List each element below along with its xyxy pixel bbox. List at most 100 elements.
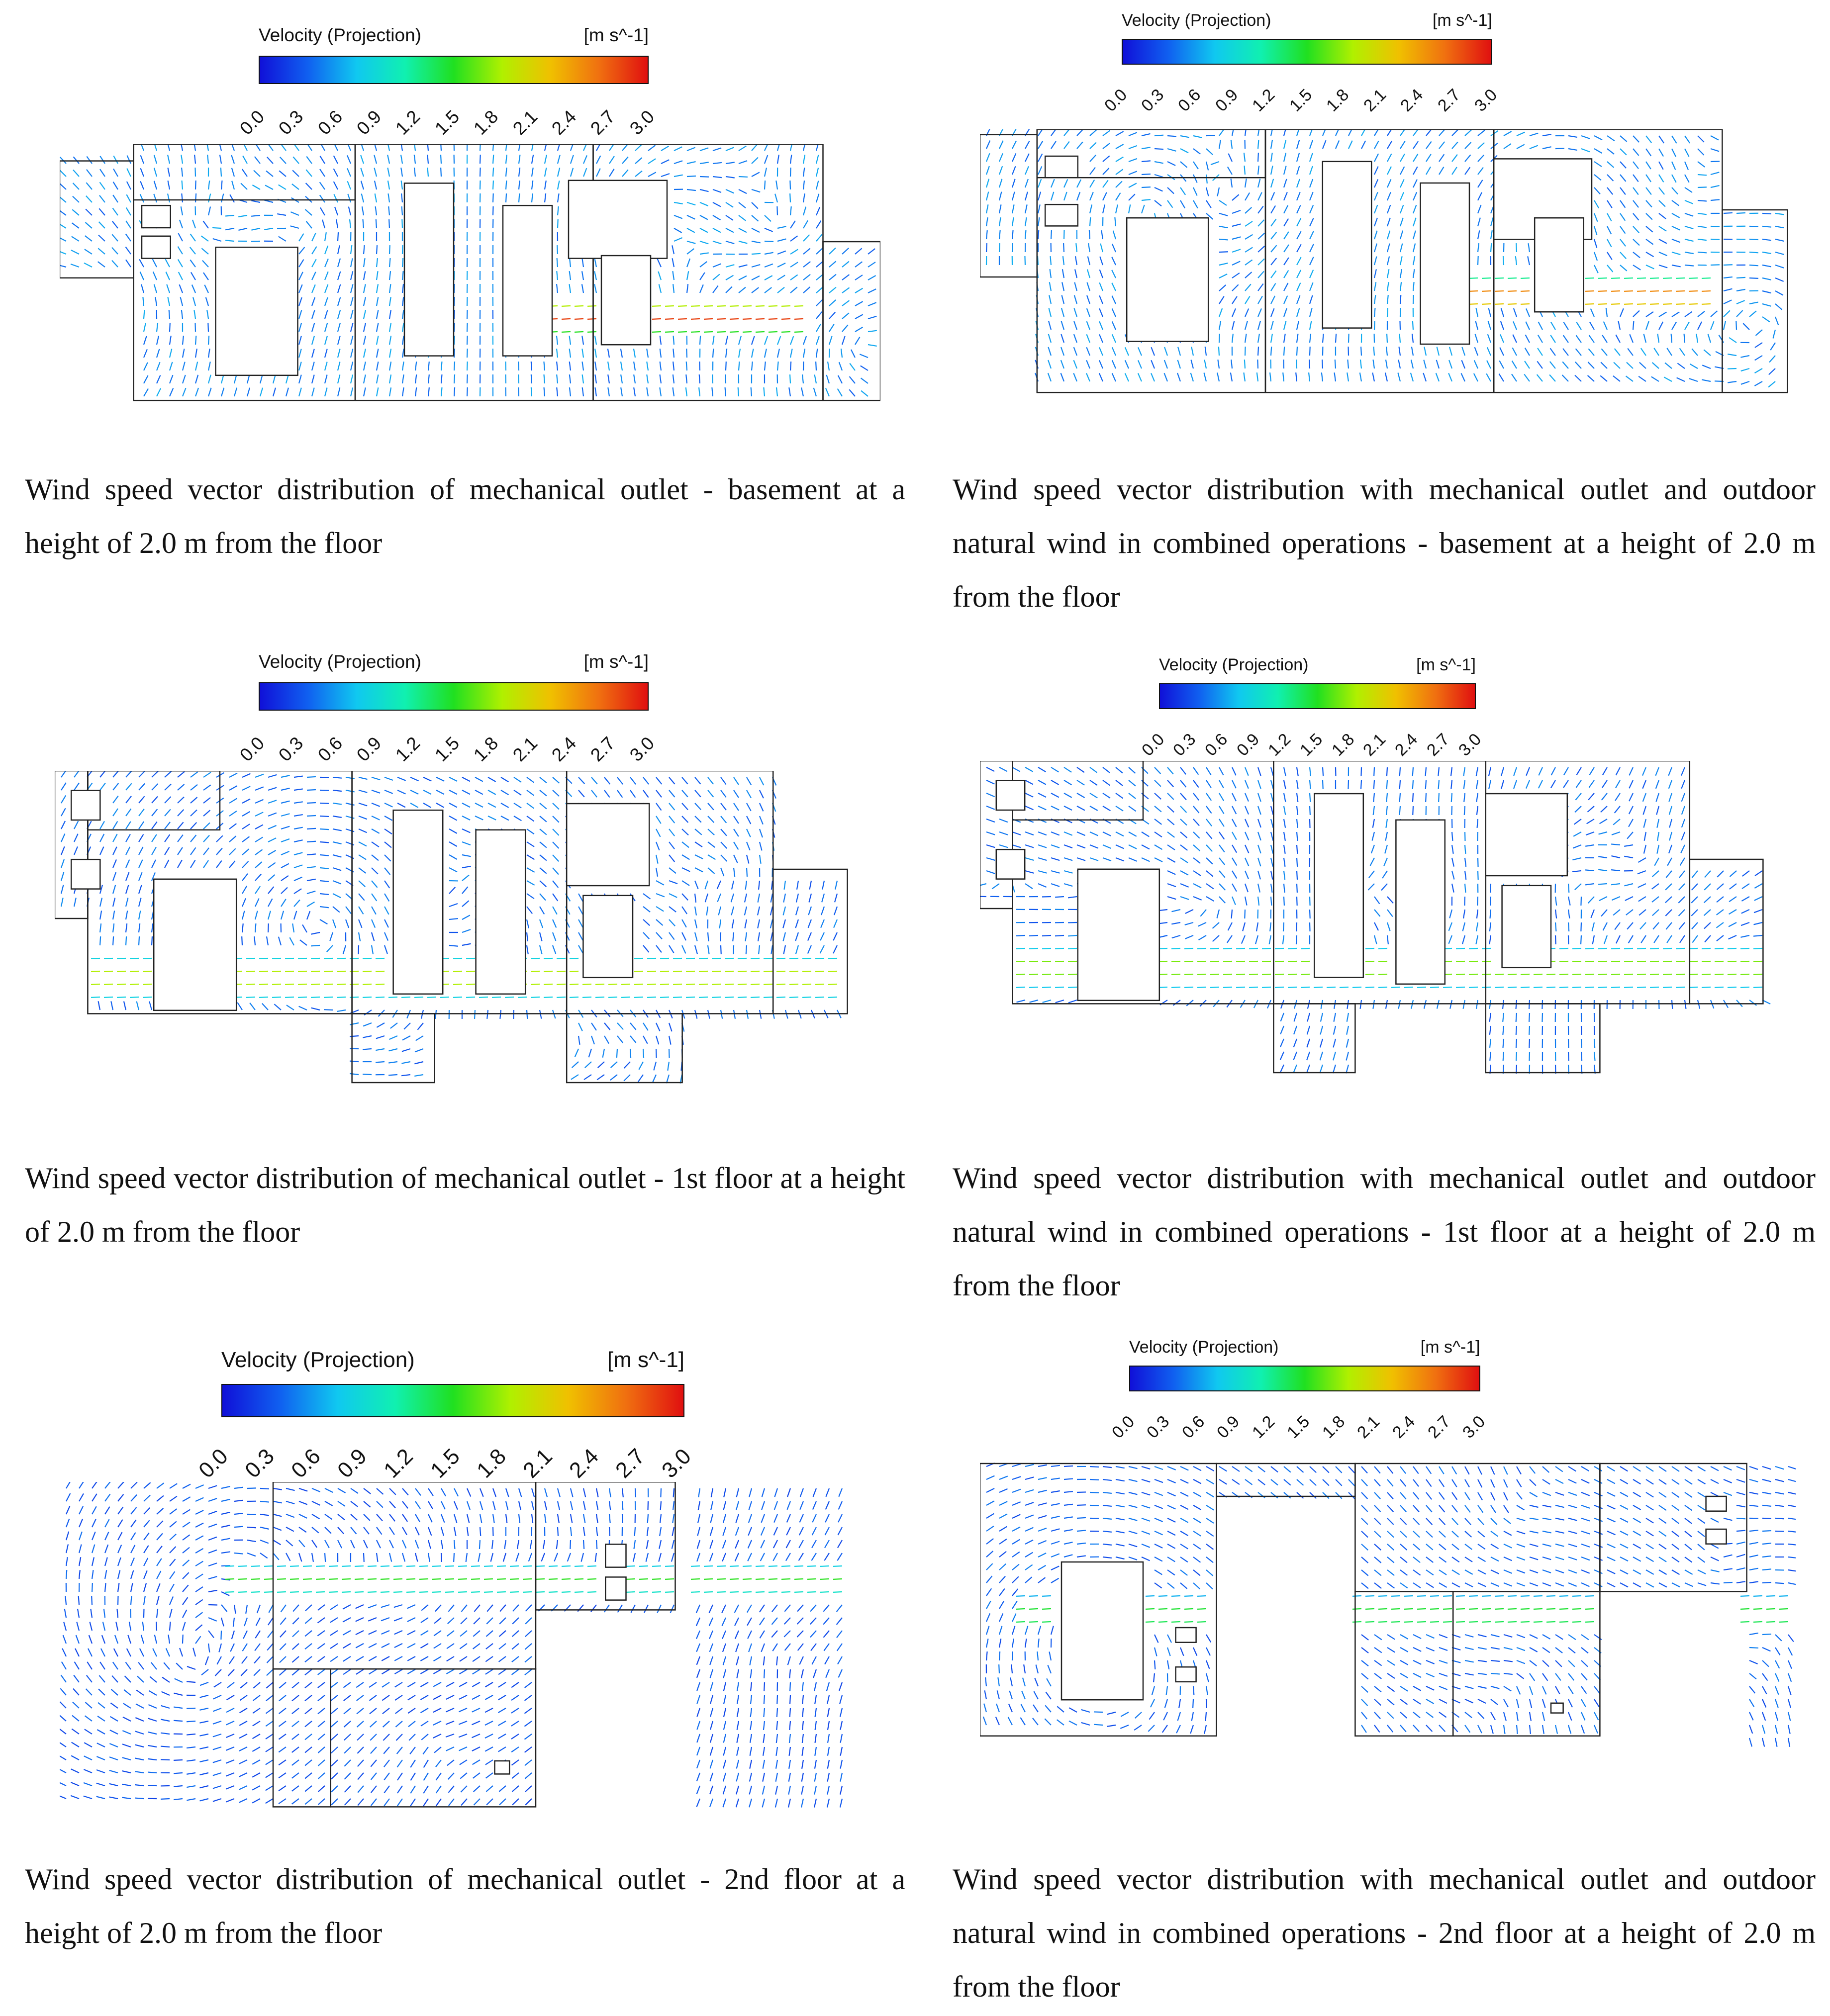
velocity-vector	[1089, 167, 1096, 175]
velocity-vector	[1684, 321, 1690, 330]
velocity-vector	[436, 803, 445, 808]
velocity-vector	[1476, 793, 1479, 802]
velocity-vector	[1669, 831, 1673, 841]
velocity-vector	[998, 204, 1002, 214]
velocity-vector	[1212, 922, 1220, 929]
velocity-vector	[556, 374, 559, 384]
velocity-vector	[60, 170, 67, 177]
velocity-vector	[1399, 281, 1402, 291]
velocity-vector	[1296, 191, 1301, 201]
velocity-vector	[999, 831, 1008, 835]
velocity-vector	[332, 867, 342, 871]
velocity-vector	[1439, 141, 1445, 149]
velocity-vector	[1439, 167, 1445, 175]
velocity-vector	[1575, 362, 1582, 369]
velocity-vector	[1115, 793, 1124, 799]
velocity-vector	[174, 1706, 183, 1709]
velocity-vector	[733, 828, 739, 837]
velocity-vector	[186, 1733, 196, 1736]
velocity-vector	[142, 996, 152, 998]
velocity-vector	[324, 336, 328, 345]
velocity-vector	[358, 906, 364, 915]
velocity-vector	[169, 1483, 178, 1489]
velocity-vector	[1373, 191, 1378, 201]
velocity-vector	[324, 1488, 333, 1493]
velocity-vector	[337, 271, 341, 280]
velocity-vector	[420, 1682, 429, 1687]
velocity-vector	[1742, 323, 1750, 330]
velocity-vector	[401, 245, 403, 255]
velocity-vector	[394, 1708, 403, 1714]
room-wall	[1273, 761, 1487, 1005]
velocity-vector	[1691, 896, 1698, 904]
velocity-vector	[1386, 282, 1389, 291]
velocity-vector	[91, 983, 100, 985]
velocity-vector	[264, 227, 274, 230]
velocity-vector	[776, 1656, 778, 1666]
velocity-vector	[629, 1048, 632, 1058]
colorbar-tick-label: 2.7	[1423, 730, 1453, 760]
velocity-vector	[748, 1527, 753, 1536]
velocity-vector	[207, 154, 209, 164]
velocity-vector	[109, 1730, 118, 1735]
colorbar-tick-label: 1.5	[1285, 85, 1316, 115]
velocity-vector	[1307, 1000, 1311, 1009]
velocity-vector	[1309, 218, 1314, 227]
velocity-vector	[1607, 226, 1612, 235]
velocity-vector	[1042, 986, 1052, 988]
velocity-vector	[681, 854, 690, 860]
velocity-vector	[1619, 308, 1624, 317]
velocity-vector	[138, 872, 143, 881]
velocity-vector	[1270, 179, 1274, 188]
velocity-vector	[594, 387, 597, 397]
velocity-vector	[1476, 819, 1479, 828]
velocity-vector	[757, 906, 761, 916]
velocity-vector	[1051, 767, 1059, 773]
velocity-vector	[1098, 373, 1104, 382]
velocity-vector	[511, 1695, 519, 1701]
velocity-vector	[795, 893, 799, 903]
velocity-vector	[446, 1746, 455, 1751]
velocity-vector	[656, 906, 664, 912]
velocity-vector	[388, 1061, 398, 1064]
velocity-vector	[1754, 342, 1763, 348]
velocity-vector	[76, 1622, 80, 1631]
velocity-vector	[91, 957, 100, 959]
velocity-vector	[1627, 348, 1634, 356]
velocity-vector	[634, 996, 644, 998]
velocity-vector	[1177, 347, 1181, 356]
velocity-vector	[653, 1061, 657, 1071]
velocity-vector	[582, 983, 592, 985]
velocity-vector	[1373, 320, 1375, 330]
velocity-vector	[221, 1591, 230, 1596]
velocity-vector	[350, 374, 354, 384]
velocity-vector	[1089, 780, 1098, 786]
velocity-vector	[1664, 362, 1672, 369]
velocity-vector	[311, 1553, 314, 1562]
velocity-vector	[1607, 200, 1613, 208]
velocity-vector	[466, 322, 468, 332]
velocity-vector	[272, 387, 276, 397]
velocity-vector	[1086, 282, 1091, 291]
velocity-vector	[552, 803, 560, 810]
velocity-vector	[252, 1708, 261, 1714]
velocity-vector	[1089, 857, 1099, 861]
velocity-vector	[582, 1527, 585, 1536]
velocity-vector	[195, 1484, 204, 1489]
colorbar-tick-label: 3.0	[1454, 730, 1485, 760]
velocity-vector	[1729, 896, 1737, 903]
velocity-vector	[746, 828, 751, 837]
velocity-vector	[750, 957, 760, 959]
velocity-vector	[88, 1635, 93, 1644]
velocity-vector	[151, 872, 156, 881]
velocity-vector	[156, 322, 159, 332]
room-wall	[60, 160, 134, 279]
velocity-vector	[581, 258, 584, 268]
velocity-vector	[174, 1692, 183, 1696]
velocity-vector	[1633, 239, 1640, 246]
velocity-vector	[371, 932, 375, 941]
velocity-vector	[1727, 947, 1737, 949]
velocity-vector	[1089, 793, 1098, 799]
velocity-vector	[458, 1733, 468, 1738]
velocity-vector	[1716, 935, 1724, 942]
